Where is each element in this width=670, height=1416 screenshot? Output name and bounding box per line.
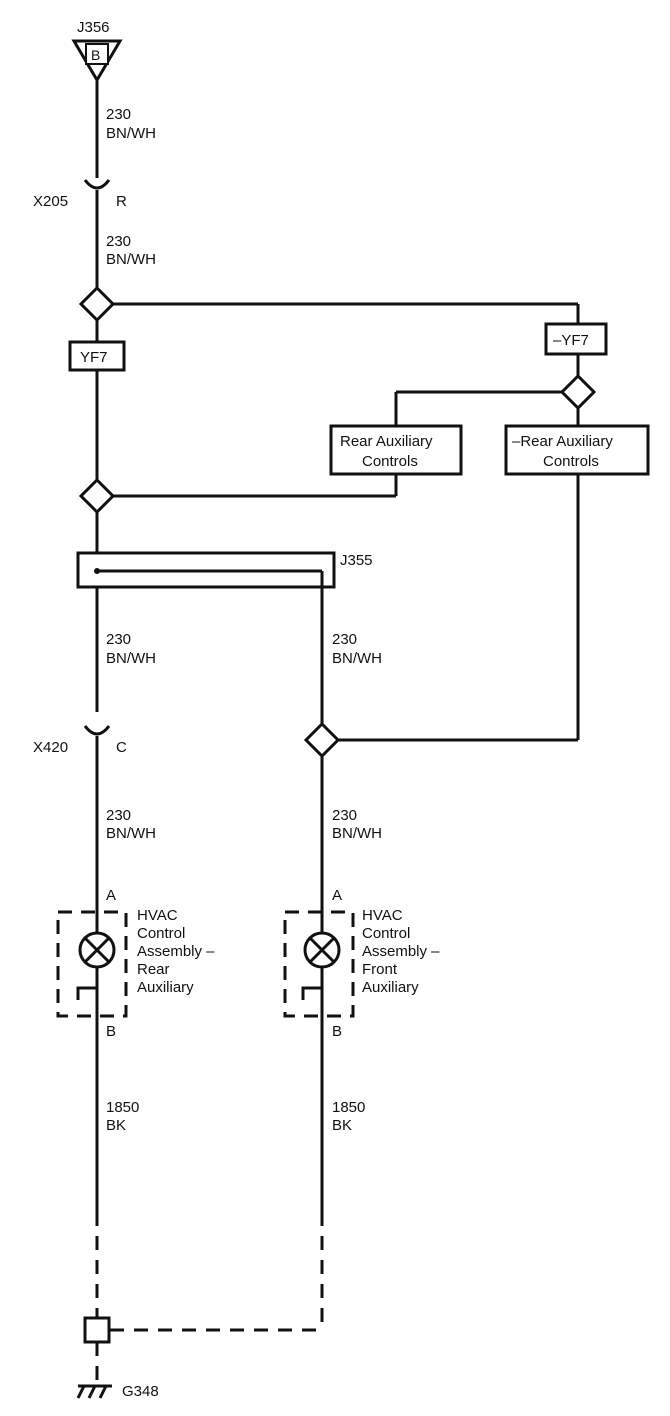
- connector-x420-label: X420: [33, 739, 68, 756]
- ground-label: G348: [122, 1383, 159, 1400]
- wire-label-color: BN/WH: [106, 125, 156, 142]
- hvac-rear-line5: Auxiliary: [137, 979, 194, 996]
- hvac-rear-line3: Assembly –: [137, 943, 215, 960]
- splice-dot: [94, 568, 100, 574]
- hvac-rear-pin-a: A: [106, 887, 116, 904]
- wire-label-circuit: 230: [332, 807, 357, 824]
- wire-label-circuit: 230: [332, 631, 357, 648]
- connector-x205-symbol: [83, 179, 111, 190]
- lamp-x-2: [308, 936, 336, 964]
- option-not-yf7-box: [544, 322, 608, 356]
- splice-diamond-mid: [78, 477, 116, 515]
- lamp-x-2: [83, 936, 111, 964]
- hvac-rear-line2: Control: [137, 925, 185, 942]
- hvac-front-line3: Assembly –: [362, 943, 440, 960]
- connector-j356-pin-box: [85, 43, 109, 65]
- not-rear-aux-controls-box: [504, 424, 650, 476]
- wire-label-circuit: 230: [106, 106, 131, 123]
- not-rear-aux-controls-line2: Controls: [543, 453, 599, 470]
- not-rear-aux-controls-line1: –Rear Auxiliary: [512, 433, 613, 450]
- wire-label-color: BK: [332, 1117, 352, 1134]
- wire-label-color: BN/WH: [106, 251, 156, 268]
- wire-label-color: BN/WH: [332, 650, 382, 667]
- wire-label-color: BK: [106, 1117, 126, 1134]
- hvac-rear-line4: Rear: [137, 961, 170, 978]
- hvac-front-terminal-icon: [301, 986, 322, 1000]
- splice-pack-j355-label: J355: [340, 552, 373, 569]
- hvac-front-pin-b: B: [332, 1023, 342, 1040]
- option-not-yf7-label: –YF7: [553, 332, 589, 349]
- wire-label-circuit: 230: [106, 233, 131, 250]
- option-yf7-label: YF7: [80, 349, 108, 366]
- wire-label-circuit: 230: [106, 631, 131, 648]
- ground-icon: [76, 1384, 112, 1399]
- hvac-front-line4: Front: [362, 961, 398, 978]
- hvac-rear-line1: HVAC: [137, 907, 178, 924]
- rear-aux-controls-box: [329, 424, 463, 476]
- connector-x420-pin: C: [116, 739, 127, 756]
- connector-j356-pin: B: [91, 47, 100, 63]
- option-yf7-box: [68, 340, 126, 372]
- wire-label-color: BN/WH: [106, 825, 156, 842]
- connector-j356-label: J356: [77, 19, 110, 36]
- wire-label-color: BN/WH: [332, 825, 382, 842]
- rear-aux-controls-line1: Rear Auxiliary: [340, 433, 433, 450]
- wire-label-color: BN/WH: [106, 650, 156, 667]
- hvac-rear-component-box: [56, 910, 128, 1018]
- wire-label-circuit: 1850: [106, 1099, 139, 1116]
- connector-x420-symbol: [83, 725, 111, 736]
- ground-splice-box: [83, 1316, 111, 1344]
- splice-diamond-right: [559, 373, 597, 411]
- hvac-front-component-box: [283, 910, 355, 1018]
- rear-aux-controls-line2: Controls: [362, 453, 418, 470]
- hvac-rear-terminal-icon: [76, 986, 97, 1000]
- hvac-front-pin-a: A: [332, 887, 342, 904]
- connector-x205-label: X205: [33, 193, 68, 210]
- splice-diamond-lower-right: [303, 721, 341, 759]
- hvac-front-line1: HVAC: [362, 907, 403, 924]
- hvac-rear-pin-b: B: [106, 1023, 116, 1040]
- connector-x205-pin: R: [116, 193, 127, 210]
- wire-label-circuit: 230: [106, 807, 131, 824]
- hvac-front-line2: Control: [362, 925, 410, 942]
- wire-label-circuit: 1850: [332, 1099, 365, 1116]
- hvac-front-line5: Auxiliary: [362, 979, 419, 996]
- splice-diamond-top: [78, 285, 116, 323]
